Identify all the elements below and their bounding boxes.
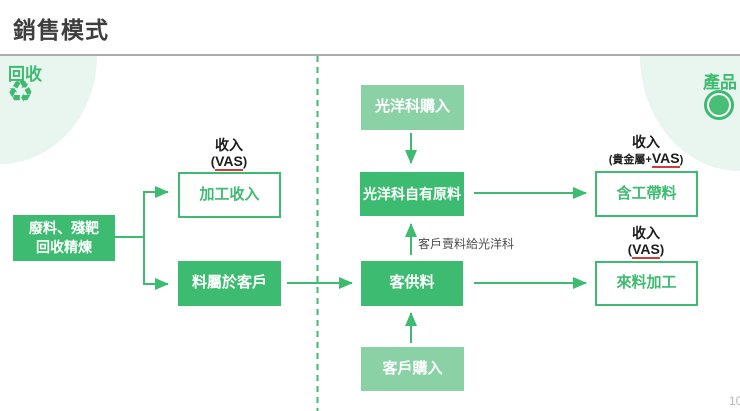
node-waste-line1: 廢料、殘靶 [29,220,99,237]
node-processing-income: 加工收入 [178,172,281,218]
node-solar-purchase: 光洋科購入 [361,85,464,130]
node-turnkey: 含工帶料 [595,171,698,217]
node-customer-purchase: 客戶購入 [361,347,464,391]
legend-recycle-label: 回收 [8,65,42,84]
page-title: 銷售模式 [13,17,109,43]
recycle-icon: ♻ [7,76,34,109]
node-customer-supplied-material: 客供料 [361,261,463,306]
income-label-turnkey: 收入 (貴金屬+VAS) [608,134,684,168]
node-waste-recycle-refining: 廢料、殘靶 回收精煉 [13,215,115,261]
income-label-tolling: 收入 (VAS) [627,225,665,259]
header: 銷售模式 [0,0,740,54]
income-label-processing: 收入 (VAS) [210,137,248,171]
node-material-owned-by-customer: 料屬於客戶 [178,261,281,306]
legend-product-label: 產品 [703,73,737,92]
header-divider [0,54,740,56]
note-customer-sells-material: 客戶賣料給光洋科 [418,237,515,251]
node-waste-line2: 回收精煉 [36,239,92,255]
node-solar-own-material: 光洋科自有原料 [360,172,464,216]
green-dot-icon [704,90,734,120]
page-number: 10 [729,394,740,408]
node-tolling: 來料加工 [595,261,698,306]
